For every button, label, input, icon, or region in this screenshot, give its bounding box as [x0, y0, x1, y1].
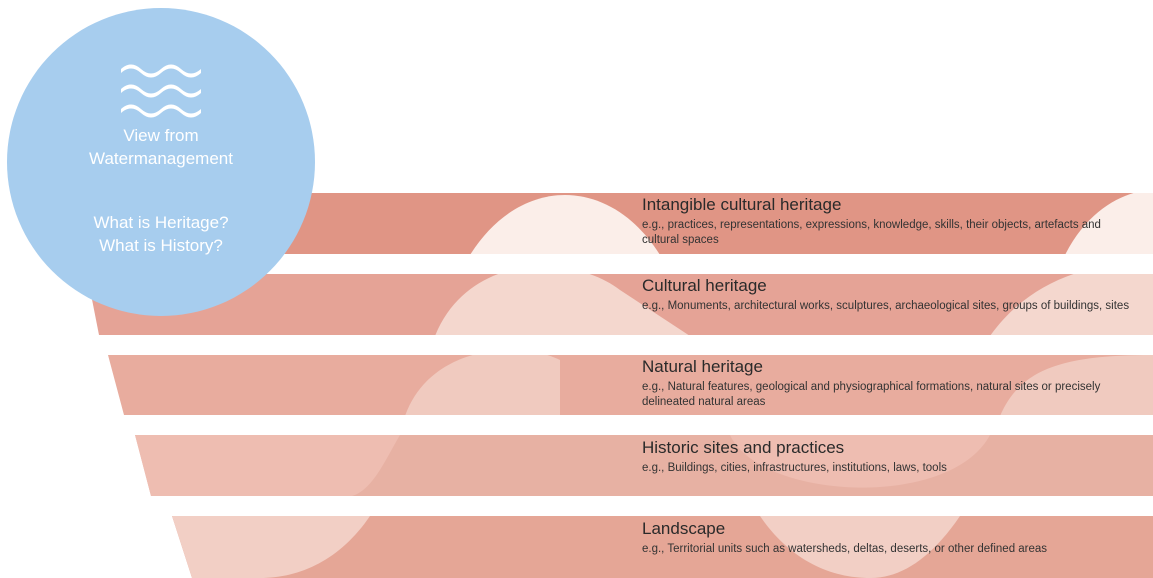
layer-band-landscape	[172, 516, 1153, 578]
layer-band-landscape-wave-left	[172, 516, 370, 578]
layer-band-landscape-wave-right	[760, 516, 960, 578]
layer-description: e.g., Territorial units such as watershe…	[642, 543, 1048, 555]
layer-band-historic-wave-right	[730, 435, 990, 488]
layer-description: e.g., Natural features, geological and p…	[642, 381, 1101, 408]
circle-question-heritage: What is Heritage?	[93, 213, 229, 232]
layer-band-intangible-wave	[470, 195, 660, 254]
layer-label-historic: Historic sites and practices e.g., Build…	[642, 438, 1137, 476]
layer-band-intangible-wave-right	[1065, 193, 1153, 254]
layer-band-cultural	[87, 274, 1153, 335]
water-waves-icon	[121, 64, 201, 118]
circle-title-line2: Watermanagement	[89, 149, 233, 168]
water-management-circle: View from Watermanagement What is Herita…	[7, 8, 315, 316]
layer-band-historic-wave-left	[135, 435, 400, 496]
layer-band-cultural-wave-right	[990, 274, 1153, 335]
layer-title: Historic sites and practices	[642, 438, 845, 457]
circle-title-line1: View from	[123, 126, 199, 145]
layer-title: Landscape	[642, 519, 726, 538]
layer-band-natural	[108, 355, 1153, 415]
layer-band-historic	[135, 435, 1153, 496]
layer-description: e.g., Monuments, architectural works, sc…	[642, 300, 1130, 312]
layer-band-cultural-wave	[435, 274, 690, 335]
layer-title: Natural heritage	[642, 357, 763, 376]
layer-band-natural-wave	[405, 355, 560, 415]
layer-description: e.g., practices, representations, expres…	[642, 219, 1101, 246]
layer-label-natural: Natural heritage e.g., Natural features,…	[642, 357, 1137, 410]
layer-description: e.g., Buildings, cities, infrastructures…	[642, 462, 947, 474]
layer-label-landscape: Landscape e.g., Territorial units such a…	[642, 519, 1137, 557]
layer-band-natural-wave-right	[1000, 355, 1153, 415]
circle-question-history: What is History?	[99, 236, 223, 255]
layer-label-intangible: Intangible cultural heritage e.g., pract…	[642, 195, 1137, 248]
layer-band-natural-base	[108, 355, 1153, 415]
layer-title: Cultural heritage	[642, 276, 767, 295]
layer-label-cultural: Cultural heritage e.g., Monuments, archi…	[642, 276, 1137, 314]
layer-title: Intangible cultural heritage	[642, 195, 842, 214]
